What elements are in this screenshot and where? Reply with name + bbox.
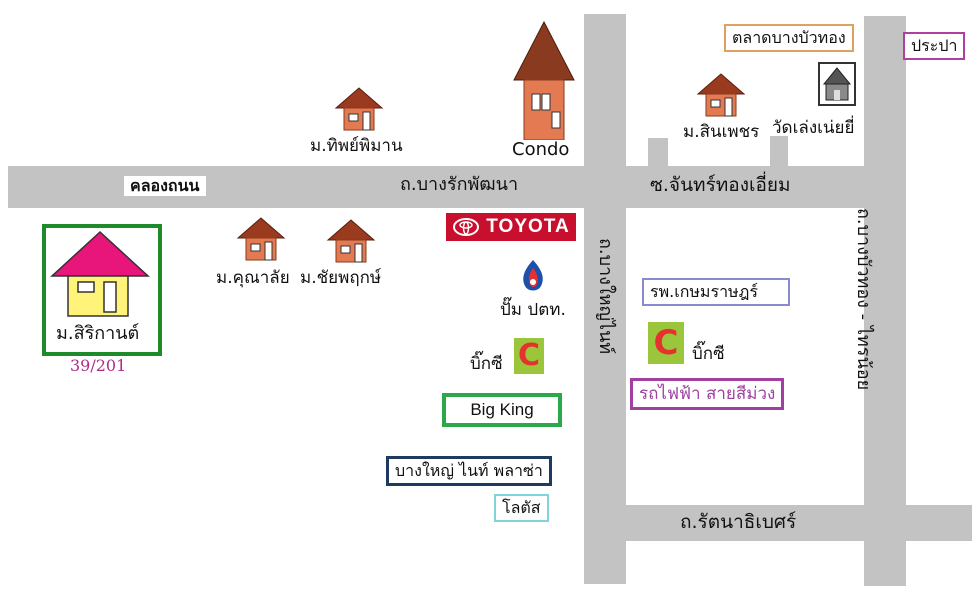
m-sirikan-label: ม.สิริกานต์: [56, 323, 140, 344]
bigc-left-logo-letter: C: [517, 338, 541, 373]
house-number-label: 39/201: [70, 356, 127, 375]
road-spur-right: [770, 136, 788, 168]
wat-label: วัดเล่งเน่ยยี่: [772, 118, 855, 138]
prapa-label: ประปา: [903, 32, 966, 60]
road-label-ratanathibet: ถ.รัตนาธิเบศร์: [680, 511, 797, 533]
toyota-text: TOYOTA: [486, 216, 570, 237]
road-bang-bua-thong: [864, 16, 906, 586]
bigc-right-logo-letter: C: [653, 323, 679, 363]
big-king-label: Big King: [442, 393, 562, 427]
lotus-label: โลตัส: [494, 494, 549, 522]
purple-line-label: รถไฟฟ้า สายสีม่วง: [630, 378, 785, 410]
toyota-emblem-icon: [453, 218, 480, 236]
road-label-bang-rak-phatthana: ถ.บางรักพัฒนา: [400, 174, 519, 195]
house-icon-khunalai: [236, 216, 286, 262]
temple-icon: [818, 62, 856, 106]
house-icon-sinpetch: [696, 72, 746, 118]
m-sinpetch-label: ม.สินเพชร: [683, 122, 760, 142]
road-label-bang-yai: ถ.บางใหญ่ไนท์: [595, 238, 616, 355]
bigc-left-label: บิ๊กซี: [470, 354, 503, 374]
m-thipphiman-label: ม.ทิพย์พิมาน: [310, 136, 403, 156]
road-ratanathibet: [626, 505, 972, 541]
road-spur-left: [648, 138, 668, 168]
house-icon-thipphiman: [334, 86, 384, 132]
ptt-label: ปั๊ม ปตท.: [500, 300, 566, 320]
road-label-chan-thong-iam: ซ.จันทร์ทองเอี่ยม: [650, 174, 791, 196]
m-chaiyaphruek-label: ม.ชัยพฤกษ์: [300, 268, 382, 288]
m-khunalai-label: ม.คุณาลัย: [216, 268, 290, 288]
condo-icon: [512, 20, 576, 140]
ptt-logo-icon: [518, 258, 548, 294]
sirikan-house-icon: [50, 230, 150, 318]
house-icon-chaiyaphruek: [326, 218, 376, 264]
condo-label: Condo: [512, 139, 570, 160]
bigc-left-logo-icon: C: [514, 338, 544, 374]
toyota-logo: TOYOTA: [446, 213, 576, 241]
plaza-label: บางใหญ่ ไนท์ พลาซ่า: [386, 456, 552, 486]
road-bang-yai-vertical: [584, 14, 626, 584]
road-label-khlong-thanon: คลองถนน: [124, 176, 206, 196]
kasemrad-label: รพ.เกษมราษฎร์: [642, 278, 790, 306]
bigc-right-logo-icon: C: [648, 322, 684, 364]
road-label-bang-bua-thong-sai-noi: ถ.บางบัวทอง - ไทรน้อย: [853, 208, 874, 391]
talad-label: ตลาดบางบัวทอง: [724, 24, 854, 52]
bigc-right-label: บิ๊กซี: [692, 344, 725, 364]
